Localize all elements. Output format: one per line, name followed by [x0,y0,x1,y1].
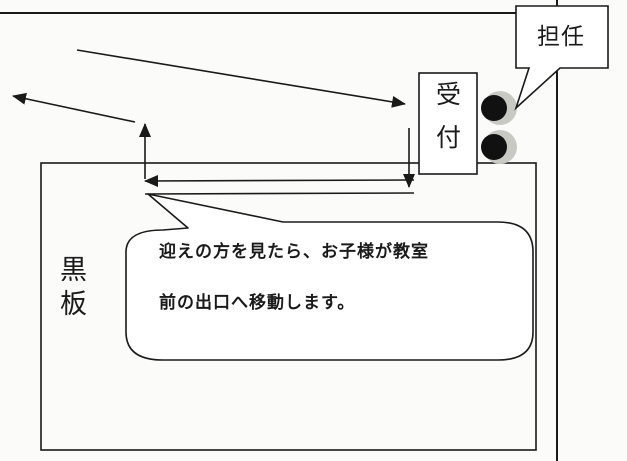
blackboard-area [40,162,537,451]
callout-text-line-2: 前の出口へ移動します。 [159,293,356,313]
blackboard-label-1: 黒 [60,255,87,286]
person-icon [481,134,507,160]
blackboard-label-2: 板 [60,289,87,320]
arrow-to-reception [76,49,406,108]
arrow-to-exit-left [12,92,136,123]
reception-label-2: 付 [436,123,462,152]
reception-box [418,72,478,175]
reception-label-1: 受 [436,80,462,109]
callout-bubble [125,193,534,361]
teacher-speech-bubble [514,5,609,111]
teacher-label: 担任 [537,24,585,50]
callout-text-line-1: 迎えの方を見たら、お子様が教室 [159,242,429,262]
arrow-left-double-a [144,174,415,187]
arrow-left-double-b [144,192,415,195]
person-icon [481,95,507,121]
